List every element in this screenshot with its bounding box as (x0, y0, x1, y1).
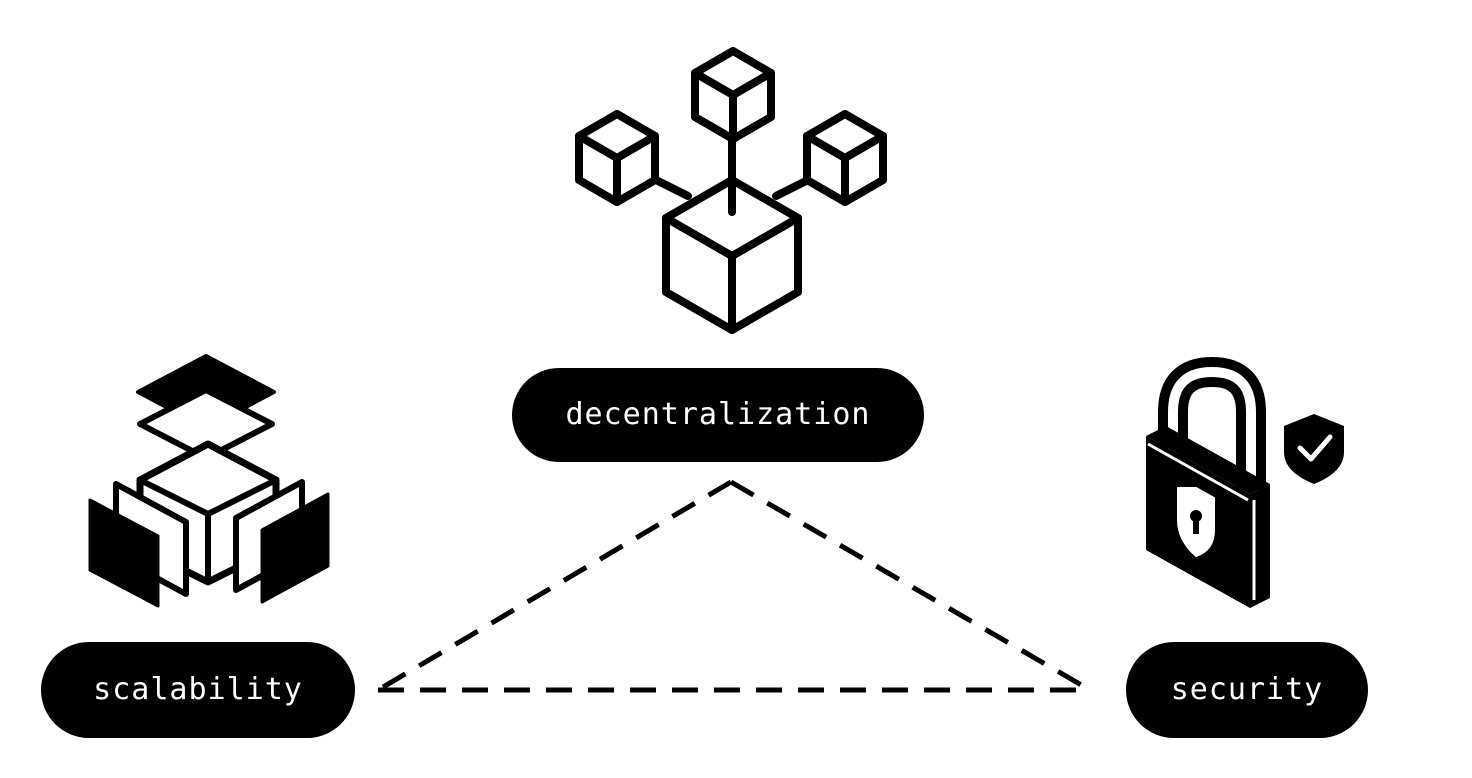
padlock-shackle-icon (1158, 356, 1266, 490)
label-decentralization-text: decentralization (566, 397, 871, 432)
padlock-shield-icon (1146, 356, 1344, 608)
dashed-triangle (376, 479, 1092, 693)
small-cube-icon (575, 110, 659, 206)
layered-cube-icon (88, 354, 330, 608)
small-cube-icon (803, 110, 887, 206)
large-cube-icon (662, 176, 802, 334)
padlock-body-icon (1146, 426, 1270, 608)
connector-decentralization-security (729, 479, 1092, 693)
connector-decentralization-scalability (376, 479, 733, 693)
label-decentralization: decentralization (512, 368, 924, 462)
label-scalability: scalability (41, 642, 355, 738)
checkmark-icon (1297, 434, 1333, 462)
network-cubes-icon (575, 47, 887, 334)
small-cube-icon (691, 47, 775, 143)
label-scalability-text: scalability (93, 672, 303, 707)
shield-check-icon (1284, 414, 1344, 484)
label-security-text: security (1171, 672, 1324, 707)
label-security: security (1126, 642, 1368, 738)
